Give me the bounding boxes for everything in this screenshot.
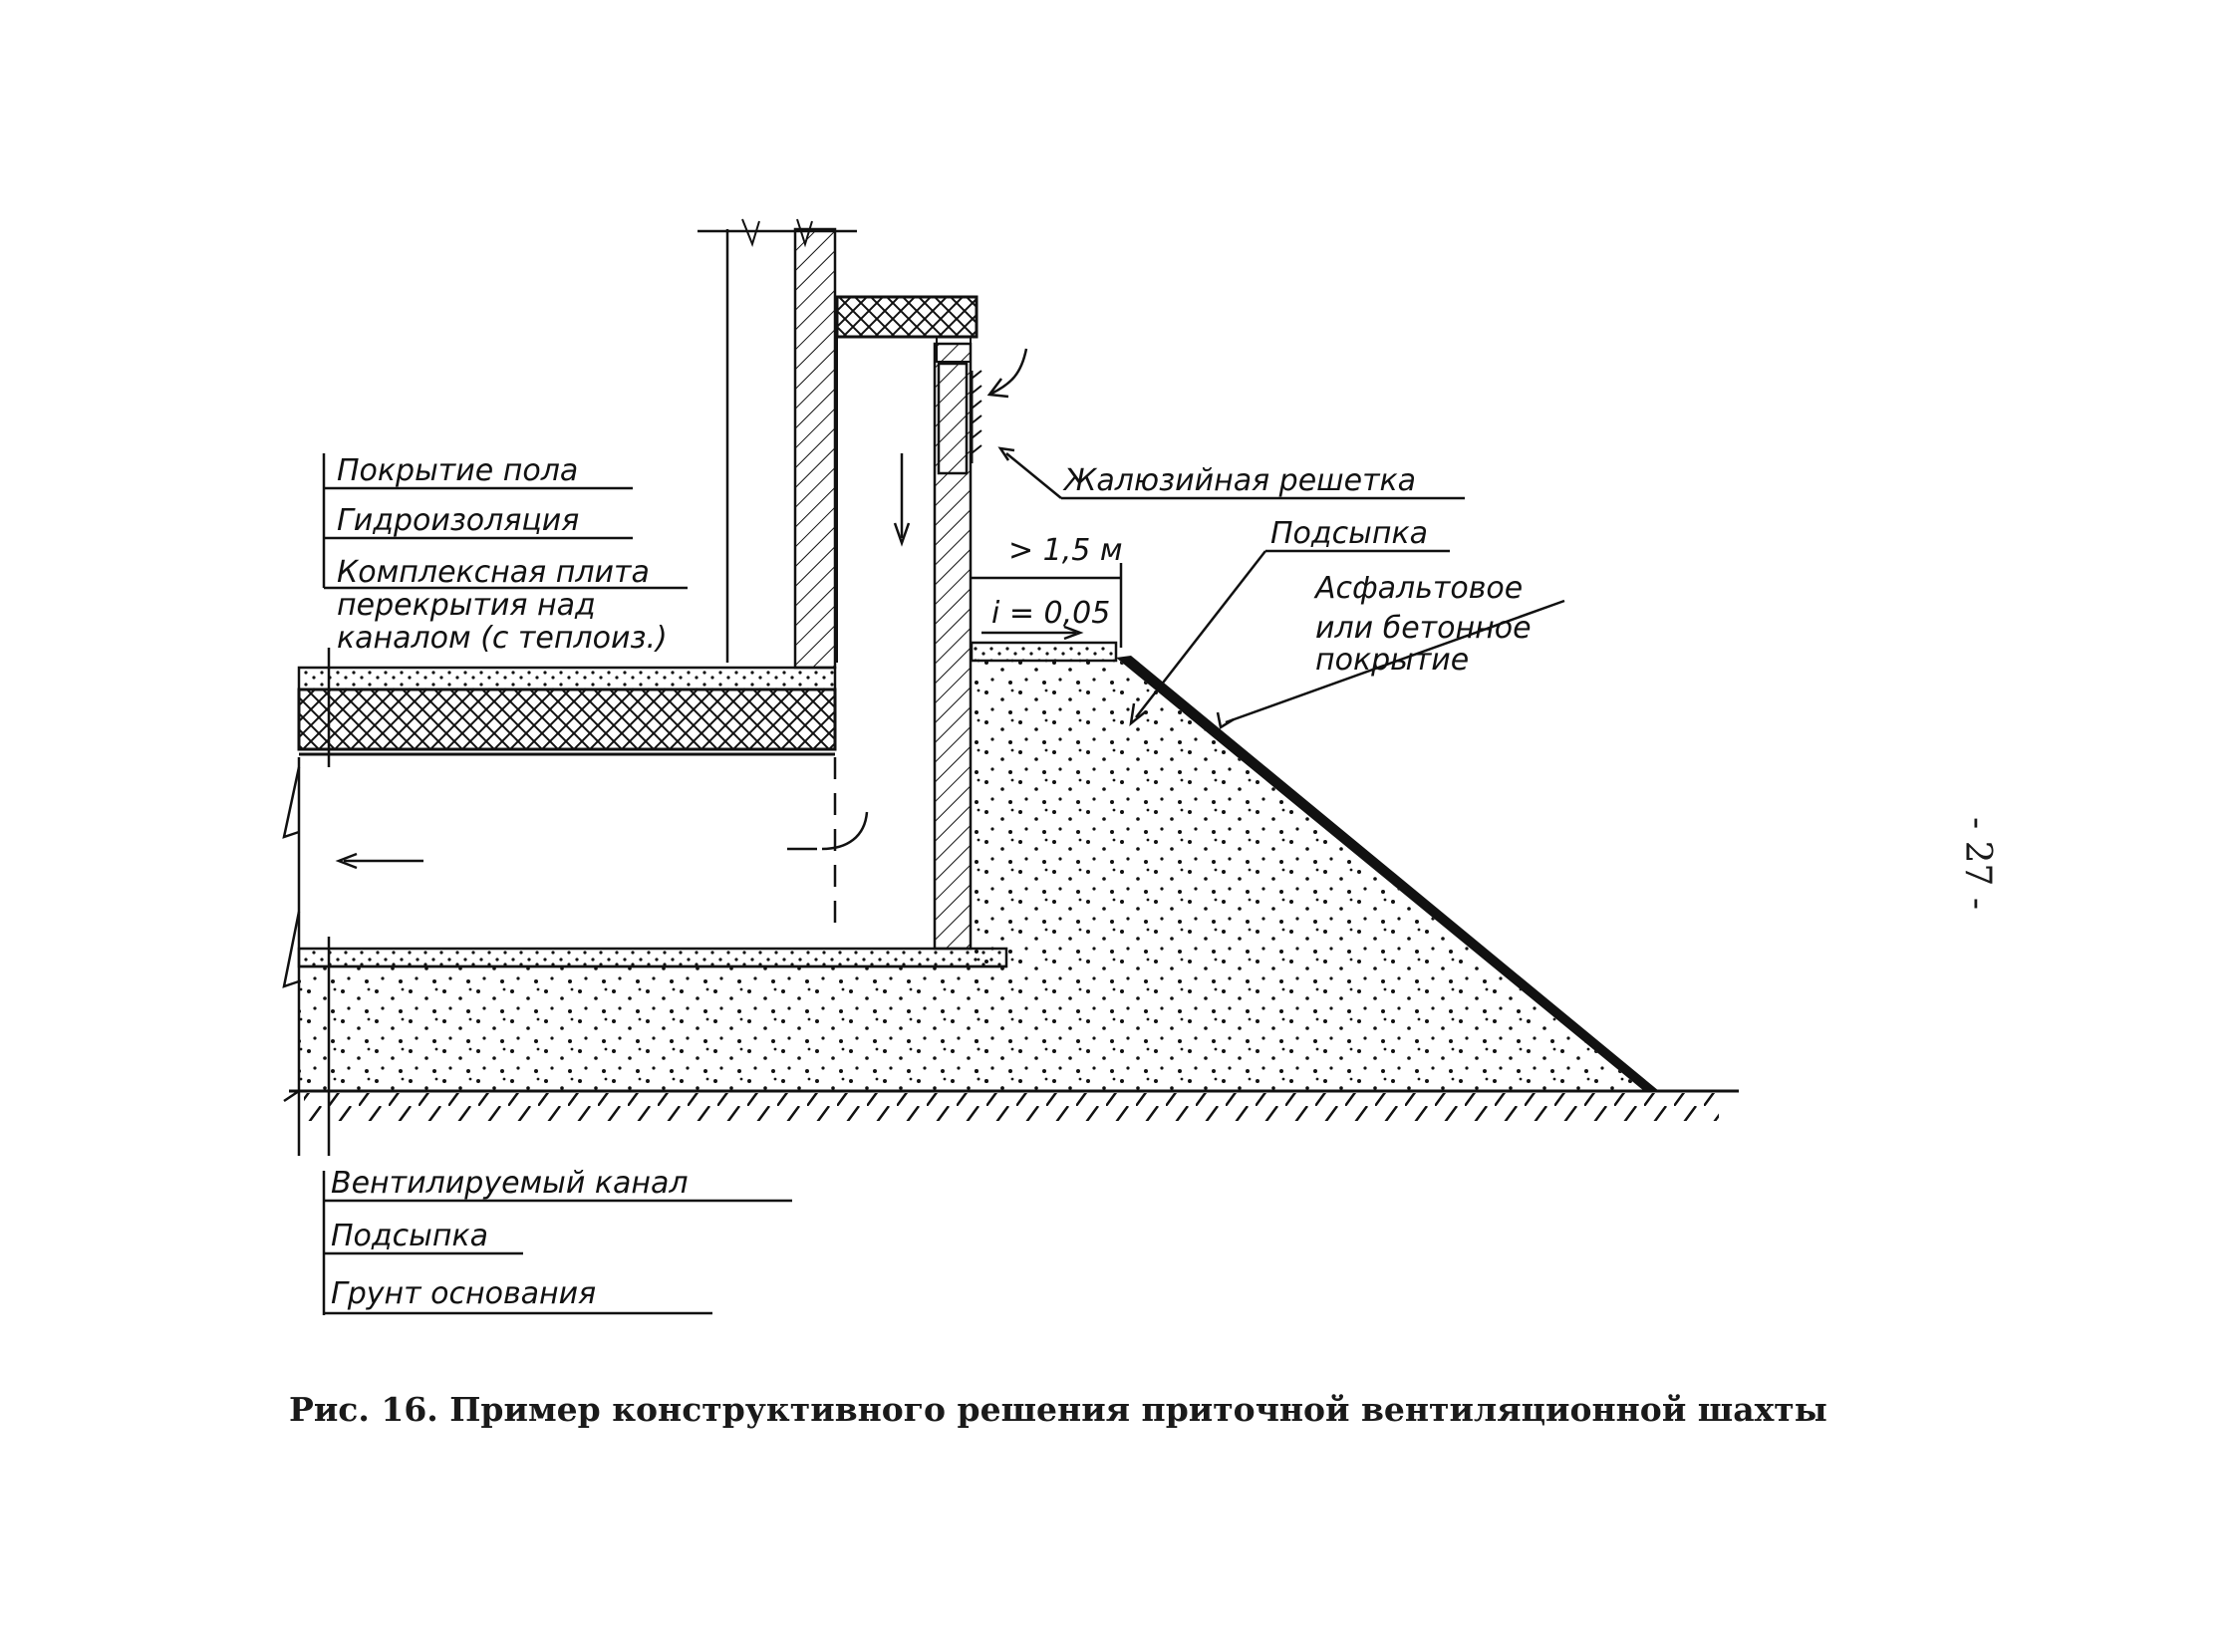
label-floor-covering: Покрытие пола	[337, 453, 578, 488]
figure-caption: Рис. 16. Пример конструктивного решения …	[289, 1390, 1827, 1429]
label-backfill-bottom: Подсыпка	[331, 1219, 488, 1253]
label-ventilated-channel: Вентилируемый канал	[331, 1166, 689, 1201]
shaft-apron	[970, 641, 1118, 663]
channel-floor-slab	[297, 947, 1008, 968]
label-waterproofing: Гидроизоляция	[337, 503, 579, 538]
shaft-cap	[835, 295, 978, 663]
leader-lines	[322, 446, 1565, 1315]
label-base-soil: Грунт основания	[331, 1276, 596, 1311]
dimension-distance: > 1,5 м	[1008, 533, 1123, 568]
label-asphalt-line1: Асфальтовое	[1313, 571, 1523, 606]
composite-floor-slab	[297, 666, 837, 756]
dimension-slope: i = 0,05	[991, 596, 1110, 631]
embankment-backfill	[972, 656, 1659, 1091]
dimension-lines	[972, 563, 1123, 648]
louver-grille	[937, 362, 982, 475]
ground-base	[289, 1089, 1739, 1121]
label-backfill-top: Подсыпка	[1270, 516, 1428, 551]
building-wall	[698, 218, 857, 670]
shaft-outer-wall	[933, 342, 973, 951]
airflow-arrows	[335, 348, 1028, 870]
label-slab-line3: каналом (с теплоиз.)	[337, 621, 668, 656]
label-louver-grille: Жалюзийная решетка	[1062, 463, 1416, 498]
floor-backfill	[299, 964, 1006, 1091]
label-slab-line1: Комплексная плита	[337, 555, 650, 590]
label-asphalt-line2: или бетонное	[1315, 611, 1532, 646]
label-asphalt-line3: покрытие	[1315, 643, 1469, 678]
label-slab-line2: перекрытия над	[337, 588, 596, 623]
channel-left-edge	[282, 648, 331, 1156]
page-number: - 27 -	[1957, 817, 1998, 911]
